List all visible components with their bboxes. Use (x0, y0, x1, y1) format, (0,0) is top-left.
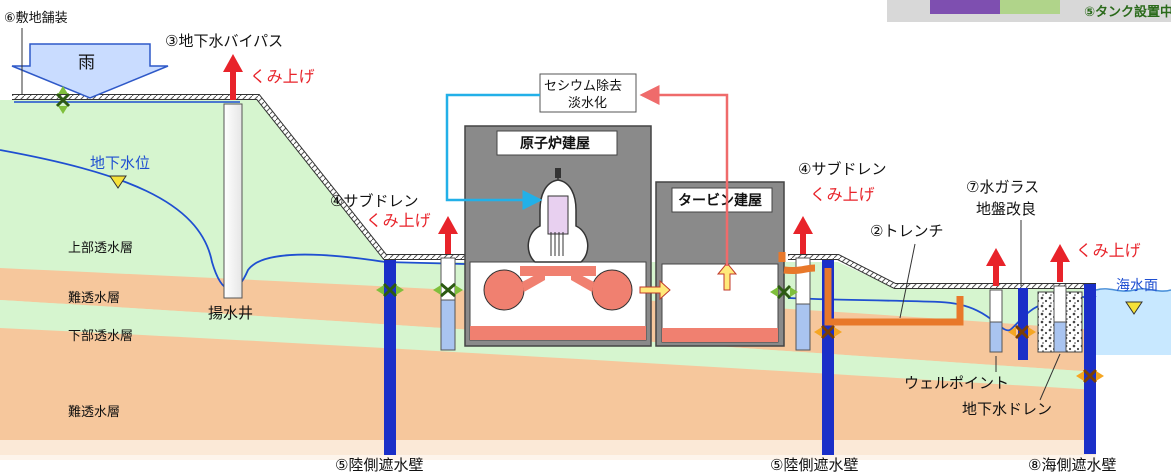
subdrain-right-label: ④サブドレン (798, 160, 886, 178)
groundwater-bypass-label: ③地下水バイパス (165, 32, 283, 50)
water-glass-label-2: 地盤改良 (976, 200, 1036, 218)
water-glass-ground-improvement (1018, 288, 1028, 360)
low-permeable-label-2: 難透水層 (68, 405, 120, 420)
turbine-building-label: タービン建屋 (678, 192, 762, 209)
turbine-building (655, 181, 785, 347)
cooling-water-injection-line (445, 93, 543, 210)
subdrain-right-well (770, 216, 813, 351)
groundwater-bypass-well (223, 54, 243, 299)
groundwater-level-label: 地下水位 (90, 154, 150, 172)
cesium-removal-label: セシウム除去 (544, 79, 622, 94)
land-wall-right-marker (814, 324, 842, 340)
land-side-wall-left (384, 260, 396, 455)
water-glass-label-1: ⑦水ガラス (966, 178, 1039, 196)
upper-permeable-label: 上部透水層 (68, 241, 133, 256)
treatment-return-line (639, 85, 729, 266)
land-wall-left-marker (376, 282, 404, 298)
sea-side-wall (1084, 284, 1096, 454)
bypass-pump-up-label: くみ上げ (250, 67, 315, 86)
pumping-well-label: 揚水井 (208, 304, 253, 322)
rain-label: 雨 (78, 53, 95, 73)
sea-wall-marker (1076, 368, 1104, 384)
subdrain-left-pump-up-label: くみ上げ (366, 211, 431, 230)
trench (778, 252, 964, 326)
drain-pump-up-label: くみ上げ (1076, 241, 1141, 260)
lower-permeable-label: 下部透水層 (68, 329, 133, 344)
tank-banner: ⑤タンク設置中 (887, 0, 1171, 22)
subdrain-right-pump-up-label: くみ上げ (810, 185, 875, 204)
sea (1096, 290, 1171, 355)
reactor-to-turbine-flow-arrow (639, 279, 671, 301)
reactor-building-label: 原子炉建屋 (520, 135, 590, 152)
cesium-removal-unit (539, 73, 637, 113)
wellpoint (986, 248, 1006, 353)
land-wall-right-label: ⑤陸側遮水壁 (770, 456, 858, 474)
land-wall-left-label: ⑤陸側遮水壁 (335, 456, 423, 474)
water-glass-marker (1008, 324, 1036, 340)
site-paving-label: ⑥敷地舗装 (4, 11, 68, 26)
sea-level-marker (1125, 301, 1143, 315)
sea-level-label: 海水面 (1116, 278, 1158, 294)
turbine-water-up-arrow (716, 262, 738, 291)
groundwater-drain (1037, 244, 1083, 353)
rain-arrow: 雨 (11, 43, 169, 99)
wellpoint-label: ウェルポイント (904, 374, 1009, 392)
subdrain-left-well (433, 216, 463, 351)
tank-banner-text: ⑤タンク設置中 (1084, 4, 1171, 20)
paving-cutoff-marker (55, 86, 71, 114)
trench-label: ②トレンチ (870, 222, 943, 240)
low-permeable-label-1: 難透水層 (68, 291, 120, 306)
reactor-building (464, 125, 652, 347)
groundwater-level-marker (109, 175, 127, 189)
subdrain-left-label: ④サブドレン (330, 192, 418, 210)
desalination-label: 淡水化 (568, 96, 607, 111)
groundwater-drain-label: 地下水ドレン (962, 400, 1052, 418)
sea-wall-label: ⑧海側遮水壁 (1028, 456, 1116, 474)
